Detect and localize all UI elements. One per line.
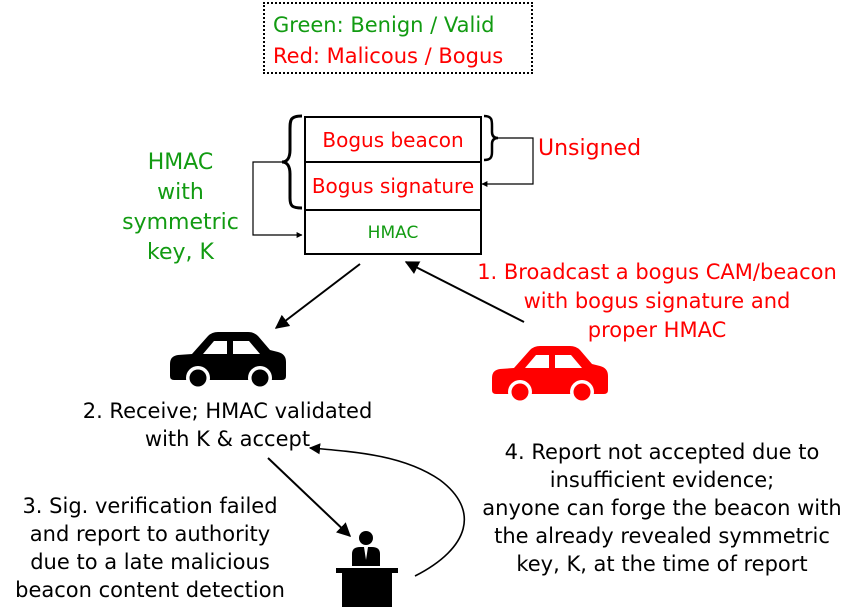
step3-text: 3. Sig. verification failed and report t… — [0, 492, 300, 604]
hmac-note-line: HMAC — [147, 150, 214, 175]
legend-box: Green: Benign / Valid Red: Malicous / Bo… — [263, 2, 533, 74]
step2-line: with K & accept — [144, 427, 311, 451]
arrow-victim-to-authority — [267, 457, 352, 537]
right-brace — [483, 114, 499, 162]
field-bogus-beacon: Bogus beacon — [306, 118, 480, 163]
step3-line: beacon content detection — [15, 578, 285, 602]
message-structure: Bogus beacon Bogus signature HMAC — [304, 116, 482, 255]
hmac-note-line: key, K — [147, 240, 214, 265]
field-hmac-label: HMAC — [367, 223, 419, 243]
step3-line: and report to authority — [29, 522, 271, 546]
step1-line: proper HMAC — [587, 318, 727, 342]
step1-text: 1. Broadcast a bogus CAM/beacon with bog… — [448, 258, 864, 345]
step4-text: 4. Report not accepted due to insufficie… — [462, 438, 862, 578]
authority-desk-icon — [336, 531, 398, 607]
step1-line: 1. Broadcast a bogus CAM/beacon — [477, 260, 837, 284]
field-bogus-signature-label: Bogus signature — [311, 174, 475, 198]
step2-text: 2. Receive; HMAC validated with K & acce… — [55, 397, 400, 453]
legend-green-text: Green: Benign / Valid — [273, 13, 495, 37]
attacker-car-icon — [492, 346, 608, 404]
step4-line: 4. Report not accepted due to — [504, 440, 820, 464]
field-hmac: HMAC — [306, 211, 480, 255]
legend-red-text: Red: Malicous / Bogus — [273, 44, 504, 68]
left-brace — [281, 114, 303, 210]
step4-line: insufficient evidence; — [549, 468, 775, 492]
step4-line: the already revealed symmetric — [494, 524, 830, 548]
step1-line: with bogus signature and — [523, 289, 791, 313]
arrow-authority-reply — [308, 443, 466, 577]
field-bogus-beacon-label: Bogus beacon — [322, 127, 464, 152]
step4-line: key, K, at the time of report — [516, 552, 808, 576]
hmac-note-line: with — [157, 180, 204, 205]
unsigned-label: Unsigned — [538, 136, 642, 161]
arrow-attacker-to-msg — [404, 261, 525, 323]
step4-line: anyone can forge the beacon with — [482, 496, 842, 520]
hmac-connector — [252, 161, 303, 238]
hmac-note: HMAC with symmetric key, K — [113, 148, 248, 268]
step3-line: due to a late malicious — [30, 550, 270, 574]
hmac-note-line: symmetric — [122, 210, 239, 235]
arrow-msg-to-victim — [274, 263, 361, 329]
field-bogus-signature: Bogus signature — [306, 163, 480, 211]
step2-line: 2. Receive; HMAC validated — [82, 399, 373, 423]
unsigned-connector — [481, 137, 534, 187]
step3-line: 3. Sig. verification failed — [22, 494, 278, 518]
victim-car-icon — [170, 332, 286, 390]
